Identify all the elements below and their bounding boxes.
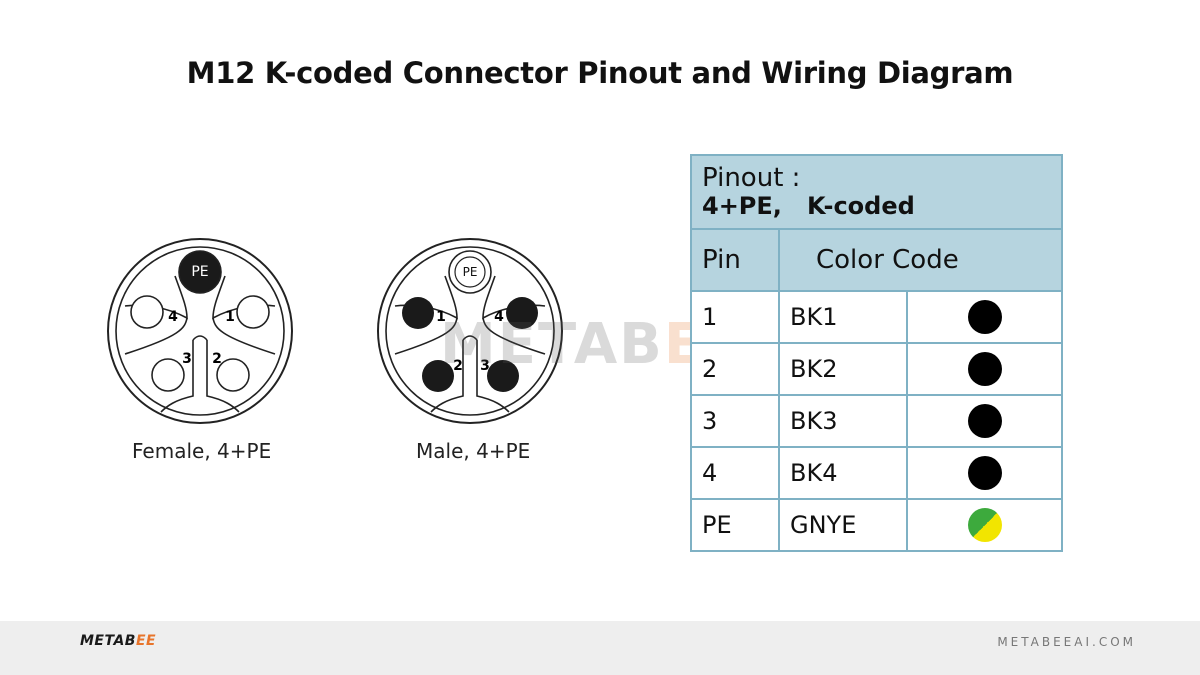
- color-dot-icon: [967, 300, 1002, 334]
- table-row: PE GNYE: [690, 498, 1063, 552]
- pin-cell: 1: [690, 290, 780, 344]
- male-caption: Male, 4+PE: [416, 439, 531, 463]
- table-row: 2 BK2: [690, 342, 1063, 396]
- pin-cell: 4: [690, 446, 780, 500]
- female-pin-1-label: 1: [225, 309, 235, 325]
- column-header-pin: Pin: [690, 228, 780, 292]
- pin-cell: 3: [690, 394, 780, 448]
- male-connector-diagram: PE 1 4 2 3: [377, 238, 563, 424]
- table-header-line1: Pinout :: [702, 163, 801, 193]
- male-pin-2-label: 2: [453, 358, 463, 374]
- footer-logo-part-a: METAB: [80, 633, 136, 649]
- footer-logo-part-b: EE: [135, 633, 157, 649]
- footer-url: METABEEAI.COM: [997, 635, 1136, 649]
- female-pin-4-label: 4: [168, 309, 178, 325]
- footer-bar: METABEE METABEEAI.COM: [0, 621, 1200, 675]
- table-row: 1 BK1: [690, 290, 1063, 344]
- green-yellow-dot-icon: [967, 508, 1002, 542]
- color-dot-icon: [967, 404, 1002, 438]
- color-code-cell: BK2: [778, 342, 908, 396]
- table-header-line2: 4+PE, K-coded: [702, 192, 915, 220]
- table-row: 3 BK3: [690, 394, 1063, 448]
- color-code-cell: BK1: [778, 290, 908, 344]
- color-code-cell: BK3: [778, 394, 908, 448]
- male-pin-4-label: 4: [494, 309, 504, 325]
- male-pin-3-label: 3: [480, 358, 490, 374]
- female-pin-2-label: 2: [212, 351, 222, 367]
- male-pin-1-label: 1: [436, 309, 446, 325]
- color-swatch-cell: [906, 394, 1063, 448]
- footer-logo: METABEE: [80, 633, 156, 649]
- color-dot-icon: [967, 456, 1002, 490]
- color-code-cell: BK4: [778, 446, 908, 500]
- pin-cell: 2: [690, 342, 780, 396]
- color-dot-icon: [967, 352, 1002, 386]
- color-swatch-cell: [906, 498, 1063, 552]
- pinout-table: Pinout : 4+PE, K-coded Pin Color Code 1 …: [690, 154, 1063, 552]
- female-caption: Female, 4+PE: [132, 439, 272, 463]
- color-swatch-cell: [906, 290, 1063, 344]
- male-pin-pe-label: PE: [463, 265, 478, 279]
- table-header: Pinout : 4+PE, K-coded: [690, 154, 1063, 230]
- pin-cell: PE: [690, 498, 780, 552]
- color-code-cell: GNYE: [778, 498, 908, 552]
- table-row: 4 BK4: [690, 446, 1063, 500]
- page-title: M12 K-coded Connector Pinout and Wiring …: [186, 56, 1014, 90]
- female-pin-3-label: 3: [182, 351, 192, 367]
- column-header-color-code: Color Code: [778, 228, 1063, 292]
- color-swatch-cell: [906, 446, 1063, 500]
- female-connector-diagram: PE 4 1 3 2: [107, 238, 293, 424]
- female-pin-pe-label: PE: [191, 264, 208, 280]
- color-swatch-cell: [906, 342, 1063, 396]
